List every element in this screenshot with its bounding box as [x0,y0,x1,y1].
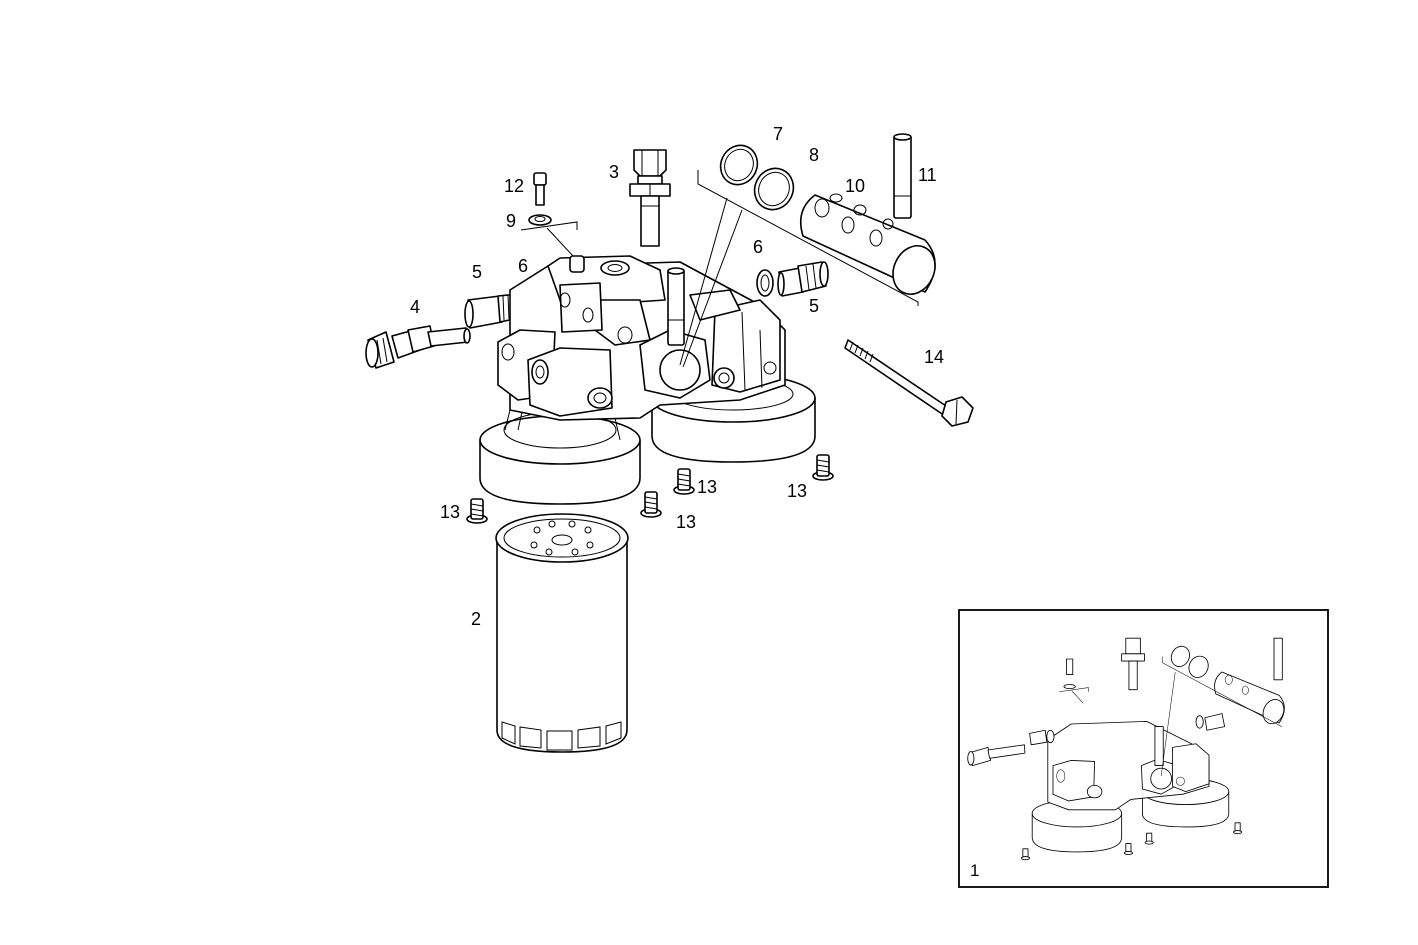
group-bracket-7-8-10 [697,170,919,306]
part-13-screw-b[interactable] [640,491,662,518]
label-part-12: 12 [504,176,524,196]
label-part-4: 4 [410,297,420,317]
part-13-screw-c[interactable] [673,468,695,495]
part-12-screw[interactable] [533,172,547,206]
inset-assembly-part-1[interactable]: 1 [958,609,1329,888]
part-11-pin[interactable] [893,133,912,219]
label-part-13-a: 13 [440,502,460,522]
label-part-9: 9 [506,211,516,231]
label-part-7: 7 [773,124,783,144]
label-part-5-right: 5 [809,296,819,316]
label-part-13-d: 13 [787,481,807,501]
part-5-fitting-right[interactable] [777,261,829,297]
label-part-13-c: 13 [697,477,717,497]
part-13-screw-a[interactable] [466,498,488,524]
part-2-filter-cartridge[interactable] [495,513,629,753]
label-part-1: 1 [970,861,979,880]
part-4-sender[interactable] [365,325,471,369]
part-6-ring-right[interactable] [756,269,774,297]
label-part-10: 10 [845,176,865,196]
part-7-seal-ring[interactable] [714,139,764,190]
part-13-screw-d[interactable] [812,454,834,481]
part-8-seal-ring[interactable] [748,162,800,216]
label-part-3: 3 [609,162,619,182]
part-9-washer[interactable] [528,214,552,226]
label-part-14: 14 [924,347,944,367]
part-10-valve-cylinder[interactable] [799,193,943,301]
label-part-8: 8 [809,145,819,165]
label-part-2: 2 [471,609,481,629]
part-14-bolt[interactable] [844,339,974,427]
group-bracket-9-12 [520,221,578,257]
label-part-6-right: 6 [753,237,763,257]
label-part-11: 11 [918,165,937,185]
label-part-6-left: 6 [518,256,528,276]
label-part-5-left: 5 [472,262,482,282]
filter-housing[interactable] [479,197,816,505]
part-3-sensor[interactable] [629,149,671,247]
label-part-13-b: 13 [676,512,696,532]
